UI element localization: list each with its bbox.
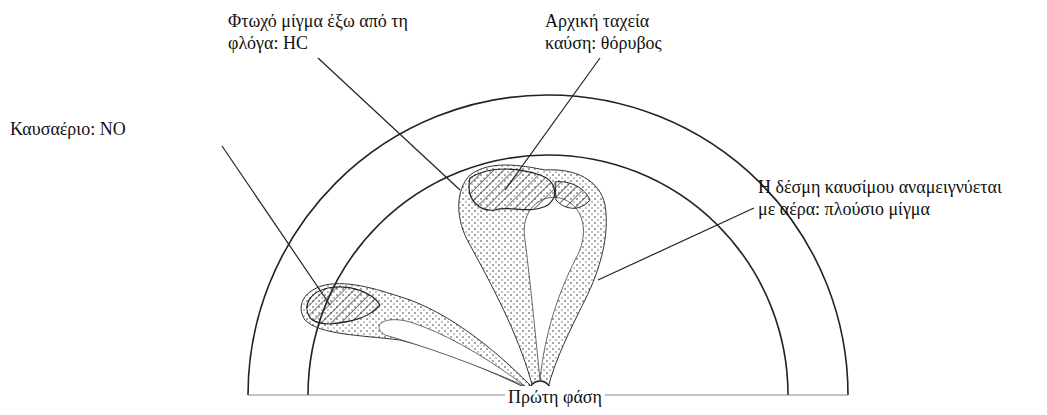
rapid-combustion-zone (469, 169, 555, 210)
callout-label: Καυσαέριο: NO (10, 118, 225, 140)
leader-line (318, 58, 460, 190)
callout-label: Φτωχό μίγμα έξω από τη φλόγα: HC (228, 10, 408, 54)
spray-core-upper (524, 197, 583, 380)
inner-wall (308, 155, 788, 395)
leader-line (222, 146, 330, 305)
leader-line (505, 58, 600, 190)
callout-label: Αρχική ταχεία καύση: θόρυβος (545, 10, 700, 54)
rapid-combustion-zone (555, 182, 590, 209)
exhaust-gas-zone (307, 287, 380, 324)
figure-caption: Πρώτη φάση (505, 386, 605, 408)
leader-line (598, 208, 754, 280)
fuel-spray-left (301, 284, 530, 390)
spray-core-left (379, 320, 525, 386)
callout-label: Η δέσμη καυσίμου αναμειγνύεται με αέρα: … (758, 176, 1008, 220)
outer-wall (248, 95, 848, 395)
